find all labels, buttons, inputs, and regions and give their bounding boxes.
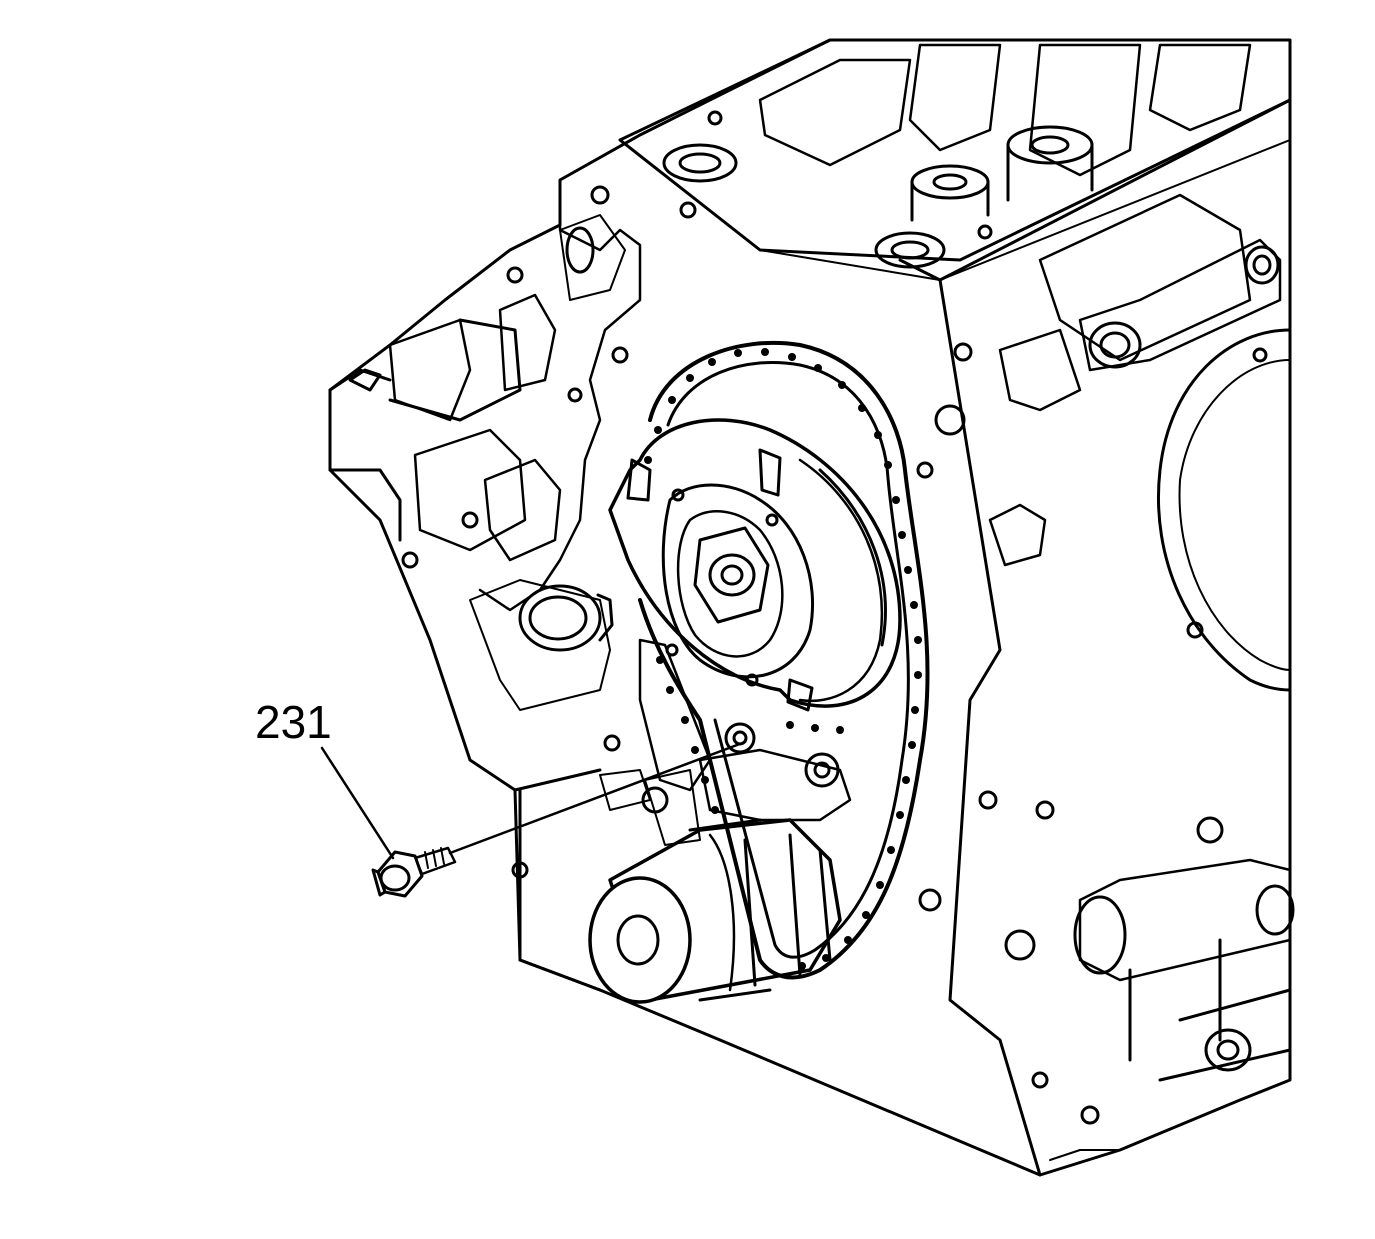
callout-leader-line	[320, 746, 395, 860]
top-deck	[618, 38, 1292, 262]
chain-outer	[638, 340, 930, 980]
phaser-outer-plate	[608, 418, 902, 708]
solenoid-cap	[588, 876, 692, 1004]
camshaft-sprocket	[608, 418, 902, 712]
solenoid-body	[608, 818, 842, 1002]
bolt-231	[371, 740, 747, 898]
callout-label-231: 231	[255, 696, 332, 748]
actuator-solenoid	[588, 818, 842, 1004]
crank-sprocket-area	[599, 638, 852, 846]
cam-bolt	[693, 526, 770, 624]
engine-block	[328, 38, 1295, 1177]
chain-inner	[666, 361, 910, 959]
install-path-line	[448, 740, 747, 855]
timing-chain	[638, 340, 930, 980]
seal-ring	[518, 584, 602, 652]
